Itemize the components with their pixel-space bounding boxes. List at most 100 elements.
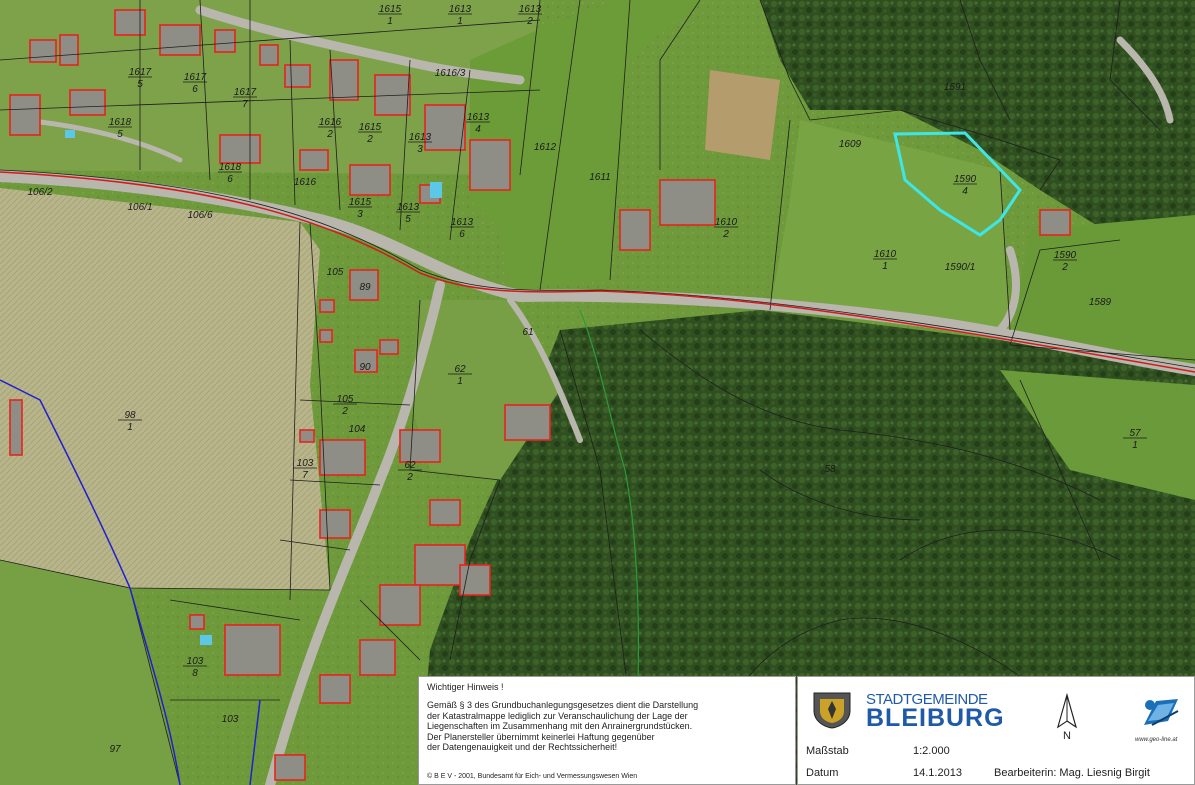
parcel-number-label: 105 xyxy=(327,267,344,278)
building xyxy=(414,544,466,586)
coat-of-arms-icon xyxy=(813,692,851,729)
parcel-boundary xyxy=(449,69,471,241)
main-road xyxy=(0,170,1195,376)
parcel-boundary xyxy=(1009,344,1195,361)
stream-line xyxy=(579,309,640,681)
parcel-number-label: 97 xyxy=(109,744,121,755)
parcel-number-label: 1609 xyxy=(839,139,862,150)
parcel-number-label: 106/6 xyxy=(187,210,212,221)
building xyxy=(69,89,106,116)
building xyxy=(319,299,335,313)
parcel-number-label: 1611 xyxy=(589,172,611,183)
building xyxy=(379,339,399,355)
parcel-subnumber-label: 1 xyxy=(127,422,133,433)
building xyxy=(9,399,23,456)
forest-road xyxy=(1116,36,1174,124)
building xyxy=(349,269,379,301)
municipal-boundary-blue xyxy=(249,699,261,785)
parcel-boundary xyxy=(329,49,341,211)
parcel-number-label: 1616 xyxy=(294,177,317,188)
parcel-boundary xyxy=(519,0,541,176)
building xyxy=(274,754,306,781)
building xyxy=(219,134,261,164)
parcel-subnumber-label: 4 xyxy=(475,124,481,135)
parcel-number-label: 1613 xyxy=(397,202,420,213)
building xyxy=(319,674,351,704)
date-value: 14.1.2013 xyxy=(913,767,962,779)
parcel-boundary xyxy=(639,329,1101,501)
parcel-subnumber-label: 6 xyxy=(192,84,198,95)
roads-layer xyxy=(0,5,1195,785)
parcel-number-label: 1589 xyxy=(1089,297,1112,308)
parcel-subnumber-label: 7 xyxy=(302,470,308,481)
building xyxy=(329,59,359,101)
building xyxy=(354,349,378,373)
notice-line: der Katastralmappe lediglich zur Veransc… xyxy=(427,710,688,721)
building xyxy=(319,439,366,476)
scale-value: 1:2.000 xyxy=(913,745,950,757)
road-north xyxy=(195,5,525,85)
parcel-number-label: 1613 xyxy=(519,4,542,15)
parcel-boundary xyxy=(759,0,811,121)
forest-northeast xyxy=(760,0,1195,250)
lane-south xyxy=(507,297,583,443)
parcel-boundary xyxy=(769,119,791,311)
building xyxy=(224,624,281,676)
parcel-number-label: 1616/3 xyxy=(435,68,466,79)
building xyxy=(504,404,551,441)
parcel-number-label: 1617 xyxy=(184,72,207,83)
geo-line-url[interactable]: www.geo-line.at xyxy=(1135,737,1178,743)
meadow-57 xyxy=(1000,370,1195,500)
parcel-number-label: 103 xyxy=(297,458,314,469)
parcel-subnumber-label: 2 xyxy=(366,134,373,145)
parcel-boundary xyxy=(1009,239,1121,346)
parcel-boundary xyxy=(359,599,421,661)
notice-body: Gemäß § 3 des Grundbuchanlegungsgesetzes… xyxy=(427,700,787,753)
notice-line: Der Planersteller übernimmt keinerlei Ha… xyxy=(427,731,655,742)
parcel-boundary xyxy=(289,221,301,601)
parcel-boundary xyxy=(609,0,631,281)
notice-copyright: © B E V - 2001, Bundesamt für Eich- und … xyxy=(427,773,638,780)
parcel-boundary xyxy=(0,19,541,61)
residential-area xyxy=(0,0,540,175)
parcel-number-label: 1613 xyxy=(467,112,490,123)
parcel-number-label: 103 xyxy=(222,714,239,725)
parcel-number-label: 1613 xyxy=(449,4,472,15)
parcel-boundary xyxy=(999,169,1011,331)
parcel-subnumber-label: 1 xyxy=(387,16,393,27)
building xyxy=(9,94,41,136)
parcel-boundary xyxy=(279,539,351,551)
parcel-boundary xyxy=(129,587,181,785)
parcel-number-label: 62 xyxy=(404,460,416,471)
building xyxy=(259,44,279,66)
parcel-boundary xyxy=(169,599,301,621)
road-boundary-red xyxy=(0,171,1195,373)
parcel-subnumber-label: 5 xyxy=(137,79,143,90)
parcel-subnumber-label: 1 xyxy=(457,16,463,27)
parcel-subnumber-label: 1 xyxy=(882,261,888,272)
meadow-southwest xyxy=(0,560,180,785)
parcel-boundary xyxy=(399,59,411,231)
parcel-number-label: 1590 xyxy=(1054,250,1077,261)
parcel-subnumber-label: 5 xyxy=(117,129,123,140)
parcel-subnumber-label: 3 xyxy=(417,144,423,155)
building xyxy=(619,209,651,251)
parcel-number-label: 1617 xyxy=(129,67,152,78)
parcel-subnumber-label: 6 xyxy=(227,174,233,185)
notice-line: Liegenschaften im Zusammenhang mit den A… xyxy=(427,721,693,731)
parcel-number-label: 58 xyxy=(824,464,836,475)
parcel-boundary xyxy=(1039,159,1061,191)
parcel-boundary xyxy=(1019,379,1101,561)
parcel-boundary xyxy=(659,0,701,170)
parcel-boundary xyxy=(759,469,921,521)
parcel-number-label: 1615 xyxy=(379,4,402,15)
building xyxy=(29,39,57,63)
parcel-subnumber-label: 2 xyxy=(326,129,333,140)
parcel-number-label: 105 xyxy=(337,394,354,405)
parcel-number-label: 61 xyxy=(522,327,533,338)
parcel-boundary xyxy=(449,479,501,661)
